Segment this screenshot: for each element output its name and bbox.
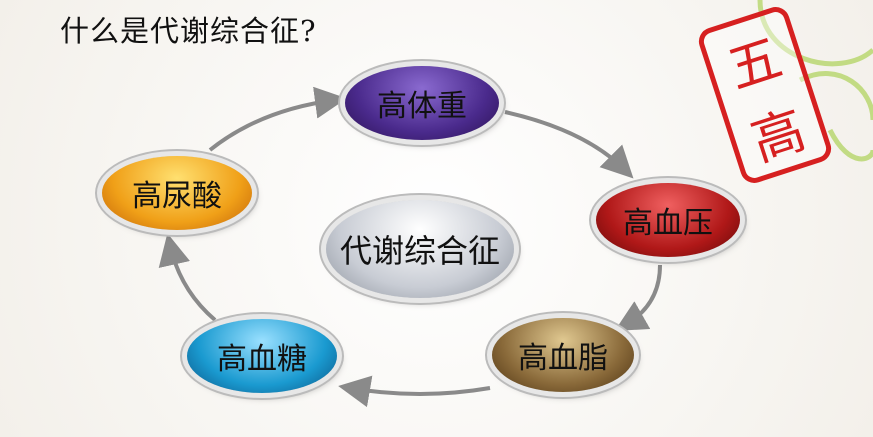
node-high-uric-acid: 高尿酸: [102, 156, 252, 230]
stamp-char: 五: [720, 27, 789, 101]
arrow-pressure-to-lipid: [614, 264, 662, 331]
page-title: 什么是代谢综合征?: [60, 14, 317, 48]
node-label: 高血糖: [217, 342, 307, 377]
vine-decoration: [757, 0, 873, 162]
node-high-blood-sugar: 高血糖: [187, 319, 337, 393]
node-high-weight: 高体重: [345, 66, 499, 140]
center-metabolic-syndrome: 代谢综合征: [326, 200, 514, 298]
node-label: 高血压: [623, 206, 713, 241]
node-label: 高尿酸: [132, 179, 222, 214]
center-label: 代谢综合征: [339, 232, 500, 270]
node-label: 高血脂: [518, 341, 608, 376]
node-high-blood-lipid: 高血脂: [492, 318, 634, 392]
arrow-lipid-to-sugar: [338, 375, 491, 408]
arrow-sugar-to-uric: [158, 233, 217, 322]
stamp-char: 高: [744, 99, 813, 173]
node-label: 高体重: [377, 89, 467, 124]
node-high-blood-pressure: 高血压: [596, 183, 740, 257]
arrow-uric-to-weight: [208, 86, 347, 152]
arrow-weight-to-pressure: [504, 110, 634, 179]
